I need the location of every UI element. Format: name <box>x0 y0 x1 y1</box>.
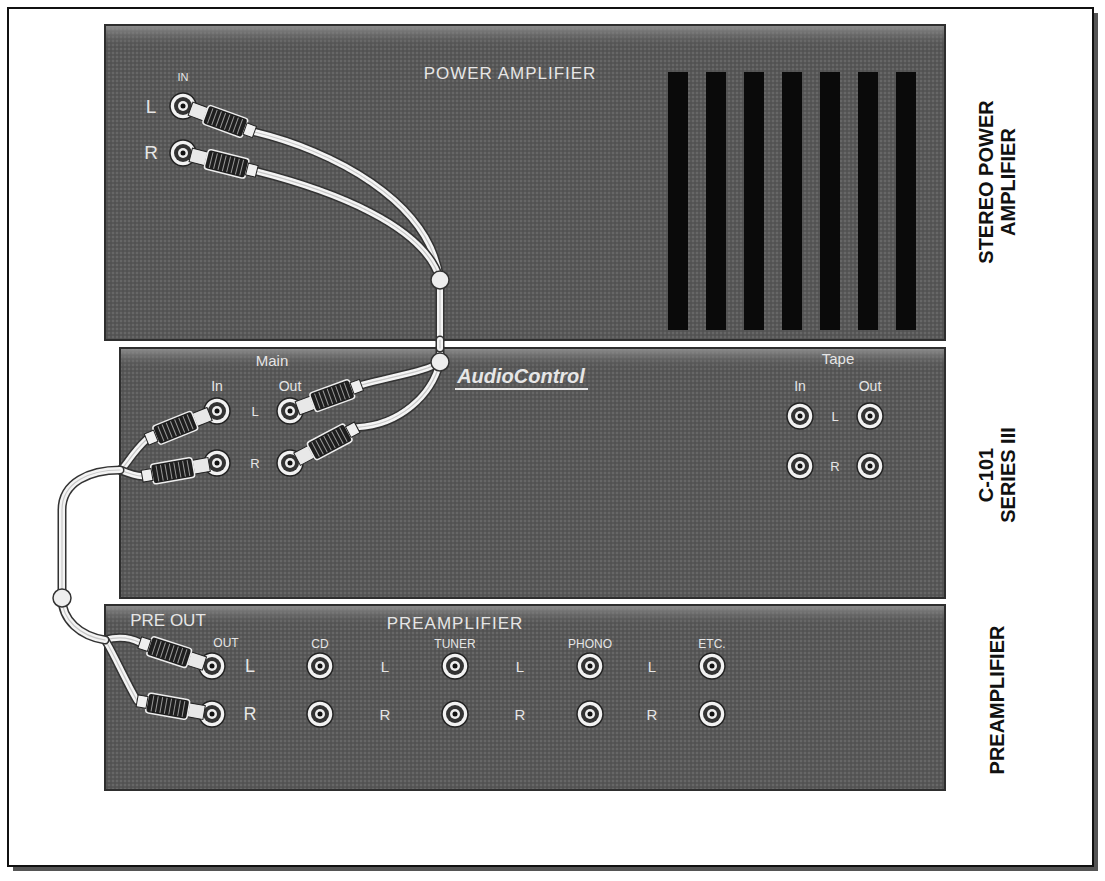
rca-jack <box>577 701 603 727</box>
brand-logo: AudioControl <box>457 365 585 387</box>
side-label: STEREO POWER AMPLIFIER <box>975 87 1019 277</box>
vent-slot <box>820 72 840 330</box>
rca-jack <box>857 403 883 429</box>
rca-jack <box>442 701 468 727</box>
side-label: PREAMPLIFIER <box>986 615 1008 785</box>
rca-plug <box>294 376 365 418</box>
jack-label: PRE OUT <box>130 612 206 629</box>
audio-cable <box>257 171 440 280</box>
jack-label: L <box>251 405 258 418</box>
audio-cable <box>357 362 440 427</box>
vent-slot <box>744 72 764 330</box>
jack-label: R <box>515 707 526 722</box>
vent-slot <box>668 72 688 330</box>
power-amp-panel <box>105 25 945 340</box>
vent-slot <box>706 72 726 330</box>
rca-jack <box>307 701 333 727</box>
rca-jack <box>307 653 333 679</box>
rca-plug <box>135 691 205 723</box>
jack-label: OUT <box>213 637 238 649</box>
jack-label: In <box>211 379 223 393</box>
jack-label: ETC. <box>698 638 725 650</box>
vent-slot <box>858 72 878 330</box>
panel-highlight <box>106 606 944 626</box>
rca-plug <box>187 99 258 141</box>
jack-label: TUNER <box>434 638 475 650</box>
vent-slot <box>896 72 916 330</box>
jack-label: Out <box>279 379 302 393</box>
panel-heading: PREAMPLIFIER <box>387 615 524 634</box>
cable-connector <box>440 340 441 348</box>
jack-label: Out <box>859 379 882 393</box>
rca-jack <box>787 403 813 429</box>
jack-label: L <box>831 410 838 423</box>
rca-jack <box>699 701 725 727</box>
equipment-panel: POWER AMPLIFIERSTEREO POWER AMPLIFIER <box>105 25 945 340</box>
rca-plug <box>143 405 214 449</box>
jack-label: L <box>245 657 255 675</box>
equipment-panel: PREAMPLIFIERPREAMPLIFIER <box>105 605 945 790</box>
panel-heading: POWER AMPLIFIER <box>424 65 597 84</box>
cable-connector <box>62 470 120 640</box>
side-label: C-101 SERIES III <box>975 415 1019 535</box>
frame-shadow <box>13 13 1098 871</box>
audio-cable <box>105 640 137 701</box>
cable-junction <box>53 589 71 607</box>
cable-junction <box>431 271 449 289</box>
audio-cable <box>254 132 440 280</box>
jack-label: L <box>146 97 157 116</box>
equipment-panel: AudioControlC-101 SERIES III <box>120 348 945 598</box>
frame <box>8 8 1093 866</box>
jack-label: R <box>380 707 391 722</box>
c101-panel <box>120 348 945 598</box>
jack-label: R <box>647 707 658 722</box>
jack-label: L <box>381 659 389 674</box>
jack-label: R <box>244 705 257 723</box>
jack-label: CD <box>311 638 328 650</box>
rca-plug <box>137 633 208 673</box>
rca-jack <box>857 453 883 479</box>
rca-plug <box>188 145 259 181</box>
rca-jack <box>577 653 603 679</box>
rca-jack <box>787 453 813 479</box>
jack-label: R <box>250 457 259 470</box>
jack-label: Main <box>256 353 289 368</box>
vent-slot <box>782 72 802 330</box>
cable-junction <box>431 353 449 371</box>
rca-plug <box>292 418 361 468</box>
jack-label: R <box>144 143 158 162</box>
audio-cable <box>120 440 147 471</box>
panel-highlight <box>106 26 944 48</box>
rca-jack <box>699 653 725 679</box>
rca-plug <box>140 455 210 487</box>
jack-label: In <box>794 379 806 393</box>
preamp-panel <box>105 605 945 790</box>
jack-label: R <box>830 460 839 473</box>
jack-label: IN <box>178 72 189 83</box>
jack-label: Tape <box>822 351 855 366</box>
jack-label: L <box>648 659 656 674</box>
rca-jack <box>442 653 468 679</box>
logo-underline <box>455 388 588 390</box>
vent-slots <box>668 72 916 330</box>
jack-label: L <box>516 659 524 674</box>
jack-label: PHONO <box>568 638 612 650</box>
